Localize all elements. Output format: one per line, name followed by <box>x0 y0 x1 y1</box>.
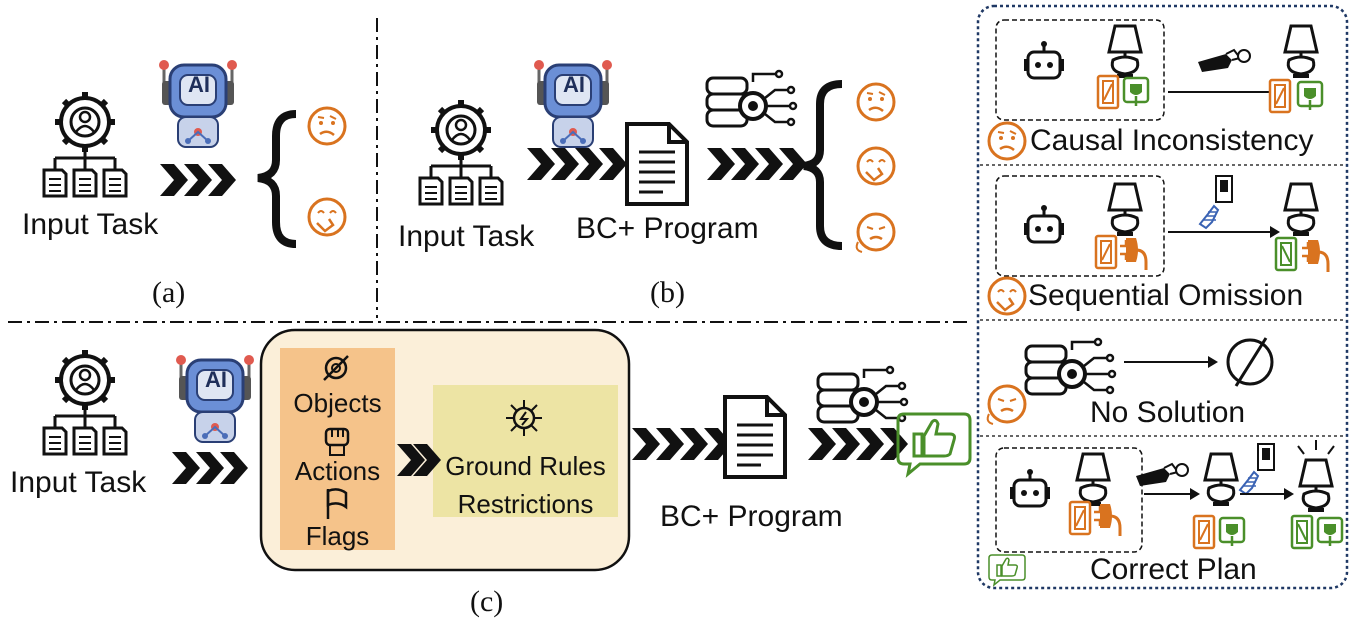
caption-a: (a) <box>152 276 186 309</box>
input-task-label-a: Input Task <box>22 208 159 241</box>
confused-face-icon <box>307 106 347 146</box>
tools-icon <box>323 355 349 381</box>
correct-plan-scene <box>988 440 1344 586</box>
ai-badge-c: AI <box>205 367 227 392</box>
arrow-chevrons <box>808 428 908 460</box>
arrow-chevrons <box>632 428 732 460</box>
oops-face-icon <box>307 197 347 237</box>
document-icon <box>723 395 787 479</box>
ai-badge-a: AI <box>188 72 210 97</box>
rules-network-icon <box>506 400 542 436</box>
objects-label: Objects <box>293 388 382 418</box>
input-task-icon <box>44 350 126 454</box>
legend-correct-label: Correct Plan <box>1090 553 1257 586</box>
sequential-omission-scene <box>987 175 1330 316</box>
actions-label: Actions <box>294 456 381 486</box>
fist-icon <box>324 427 350 456</box>
brace-icon <box>257 110 297 248</box>
flag-icon <box>326 488 348 519</box>
program-label-c: BC+ Program <box>660 500 843 533</box>
confused-face-icon <box>856 82 896 122</box>
arrow-chevrons <box>160 164 236 196</box>
arrow-chevrons <box>172 452 248 484</box>
input-task-label-c: Input Task <box>10 466 147 499</box>
oops-face-icon <box>856 146 896 186</box>
legend-causal-label: Causal Inconsistency <box>1030 124 1314 157</box>
section-a <box>44 58 347 248</box>
sick-face-icon <box>855 212 896 254</box>
causal-inconsistency-scene <box>987 19 1324 161</box>
thumbs-up-icon <box>896 412 972 476</box>
legend-no-solution-label: No Solution <box>1090 396 1246 429</box>
input-task-label-b: Input Task <box>398 220 535 253</box>
brace-icon <box>803 80 843 250</box>
no-solution-scene <box>986 337 1274 426</box>
program-label-b: BC+ Program <box>576 212 759 245</box>
caption-b: (b) <box>650 276 685 309</box>
section-dividers <box>8 18 972 323</box>
legend-panel <box>976 4 1349 590</box>
objects-actions-flags-panel <box>280 348 395 550</box>
solver-icon <box>816 365 909 424</box>
solver-icon <box>705 69 798 128</box>
flags-label: Flags <box>305 521 370 551</box>
document-icon <box>625 122 689 206</box>
ground-rules-label: Ground Rules <box>445 451 606 481</box>
input-task-icon <box>420 100 502 204</box>
restrictions-label: Restrictions <box>457 489 594 519</box>
arrow-chevrons <box>527 148 627 180</box>
ai-badge-b: AI <box>563 72 585 97</box>
section-c <box>44 328 972 572</box>
input-task-icon <box>44 92 126 196</box>
caption-c: (c) <box>470 585 504 618</box>
section-b <box>420 58 896 254</box>
arrow-chevrons <box>707 148 807 180</box>
legend-sequential-label: Sequential Omission <box>1028 279 1304 312</box>
